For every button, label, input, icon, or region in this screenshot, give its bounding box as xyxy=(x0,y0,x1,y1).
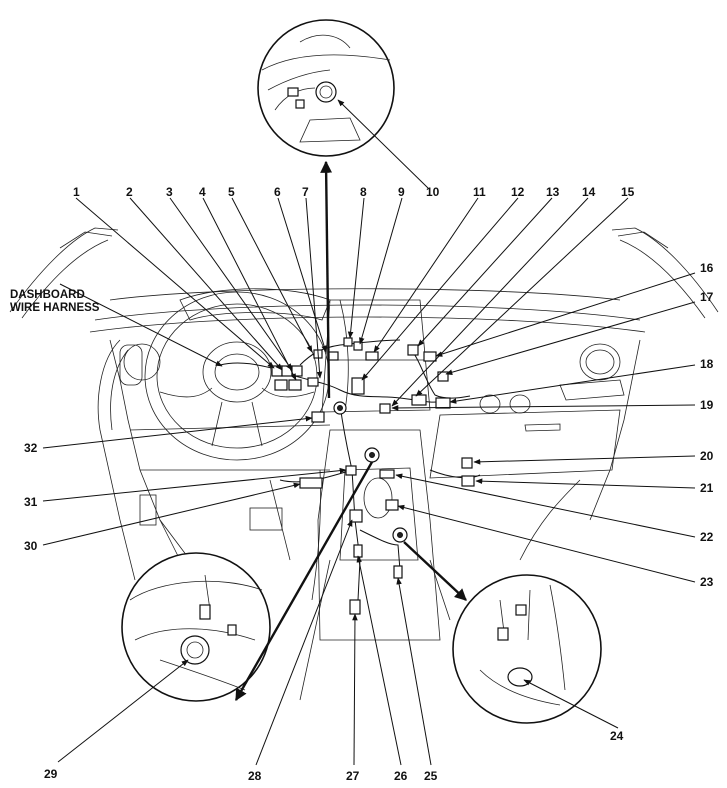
detail-pointers xyxy=(234,160,467,702)
callout-29: 29 xyxy=(44,767,58,781)
callout-1: 1 xyxy=(73,185,80,199)
callout-5: 5 xyxy=(228,185,235,199)
callout-numbers: 1 2 3 4 5 6 7 8 9 10 11 12 13 14 15 16 1… xyxy=(24,185,714,783)
callout-14: 14 xyxy=(582,185,596,199)
callout-21: 21 xyxy=(700,481,714,495)
callout-25: 25 xyxy=(424,769,438,783)
callout-12: 12 xyxy=(511,185,525,199)
harness-label-line1: DASHBOARD xyxy=(10,289,85,301)
callout-18: 18 xyxy=(700,357,714,371)
callout-24: 24 xyxy=(610,729,624,743)
callout-19: 19 xyxy=(700,398,714,412)
callout-28: 28 xyxy=(248,769,262,783)
callout-4: 4 xyxy=(199,185,206,199)
callout-32: 32 xyxy=(24,441,38,455)
callout-30: 30 xyxy=(24,539,38,553)
callout-9: 9 xyxy=(398,185,405,199)
detail-circle-right xyxy=(452,574,602,724)
callout-23: 23 xyxy=(700,575,714,589)
callout-27: 27 xyxy=(346,769,360,783)
callout-31: 31 xyxy=(24,495,38,509)
leader-lines xyxy=(42,99,696,766)
callout-2: 2 xyxy=(126,185,133,199)
connectors xyxy=(271,337,475,615)
vehicle-interior-drawing xyxy=(9,227,719,701)
callout-6: 6 xyxy=(274,185,281,199)
callout-15: 15 xyxy=(621,185,635,199)
callout-26: 26 xyxy=(394,769,408,783)
callout-10: 10 xyxy=(426,185,440,199)
callout-20: 20 xyxy=(700,449,714,463)
detail-circle-left xyxy=(121,552,271,702)
detail-circle-top xyxy=(257,19,395,157)
callout-3: 3 xyxy=(166,185,173,199)
harness-label-line2: WIRE HARNESS xyxy=(10,302,100,314)
pointer-to-left-detail xyxy=(234,461,374,702)
callout-17: 17 xyxy=(700,290,714,304)
callout-16: 16 xyxy=(700,261,714,275)
callout-7: 7 xyxy=(302,185,309,199)
callout-8: 8 xyxy=(360,185,367,199)
harness-label: DASHBOARD WIRE HARNESS xyxy=(10,289,100,314)
callout-22: 22 xyxy=(700,530,714,544)
callout-11: 11 xyxy=(473,185,486,199)
callout-13: 13 xyxy=(546,185,560,199)
